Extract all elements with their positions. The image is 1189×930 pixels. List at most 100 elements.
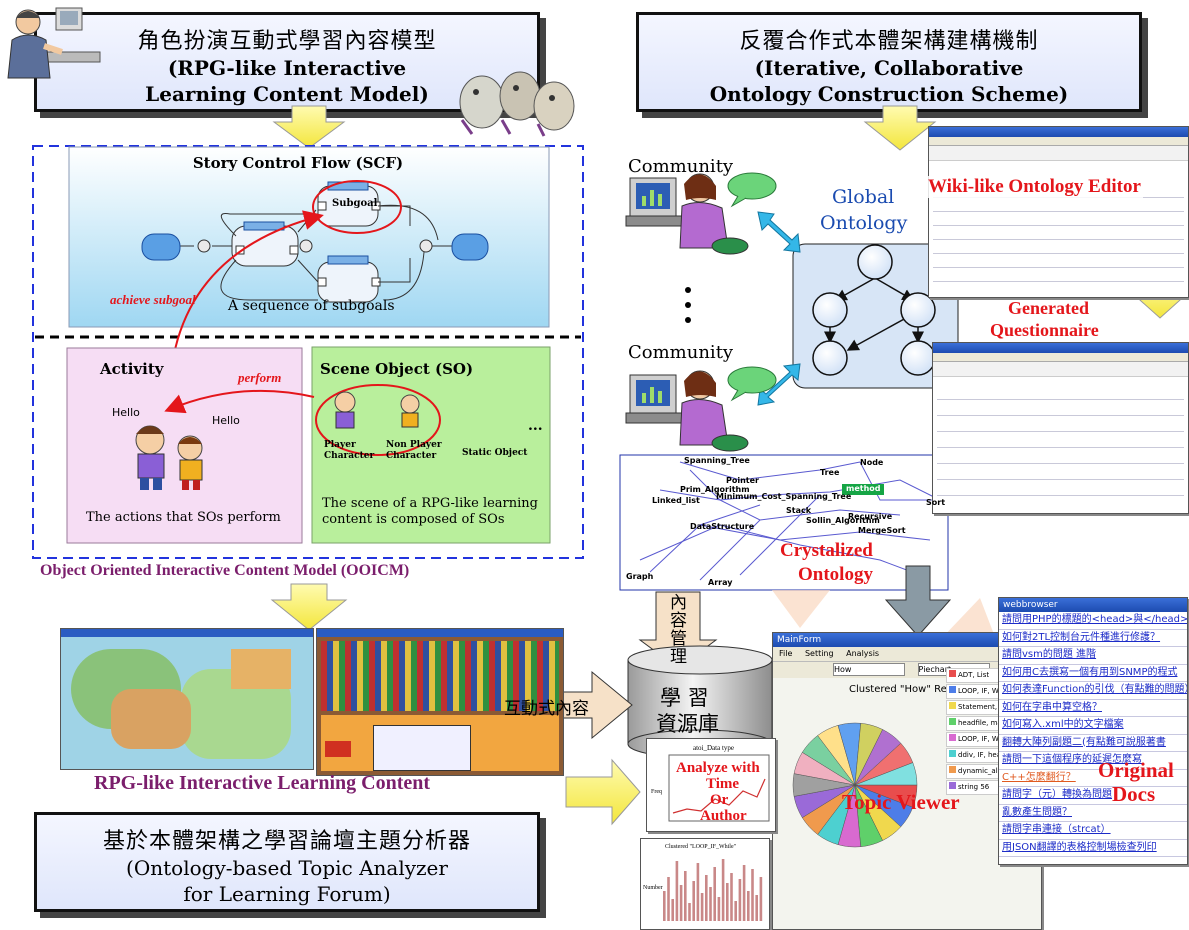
rpg-library-screenshot [316,628,564,776]
bar [663,891,666,921]
crystalized-label-1: Crystalized [780,540,873,561]
webbrowser-title: webbrowser [999,598,1187,612]
ontology-node: Sollin_Algorithm [806,516,880,525]
bar [734,901,737,921]
line-chart-title: atoi_Data type [693,744,734,752]
doc-link[interactable]: 如何寫入.xml中的文字檔案 [999,717,1187,735]
webbrowser-window: webbrowser 請問用PHP的標題的<head>與</head>表示如何對… [998,597,1188,865]
mainform-menu-file[interactable]: File [779,649,793,658]
ontology-node: Sort [926,498,946,507]
arrow-down-3 [270,583,348,631]
bar [751,869,754,921]
static-object-label: Static Object [462,448,528,458]
bar-chart-window: Clustered "LOOP_IF_While"Number [640,838,770,930]
pie-chart-title: Clustered "How" Result [848,684,966,695]
kids-icon [135,425,203,490]
doc-link[interactable]: C++怎麼翻行？ [999,770,1187,787]
scf-flow [141,181,489,303]
ontology-node: Prim_Algorithm [680,485,750,494]
scene-title: Scene Object (SO) [320,360,474,378]
rpg-model-title-en1: (RPG-like Interactive [167,56,407,80]
arrow-right-analyzer [565,758,641,826]
bar [721,859,725,921]
rpg-model-title-en2: Learning Content Model) [145,82,429,106]
generated-questionnaire-label-2: Questionnaire [990,320,1099,340]
bar [684,871,687,921]
doc-link[interactable]: 如何對2TL控制台元件種進行修護？ [999,630,1187,647]
doc-link[interactable]: 亂數產生問題？ [999,805,1187,822]
bar [747,891,750,921]
crystalized-label-2: Ontology [798,564,873,585]
mainform-menu-setting[interactable]: Setting [804,649,834,658]
sync-arrow-top [757,211,801,253]
bar [679,885,683,921]
doc-link[interactable]: 請問字（元）轉換為問題 [999,787,1187,805]
topic-analyzer-title-box: 基於本體架構之學習論壇主題分析器 (Ontology-based Topic A… [34,812,540,912]
analyze-label-3: Or [710,792,729,808]
original-docs-label-2: Docs [1112,782,1156,806]
bar-chart: Clustered "LOOP_IF_While"Number [643,844,763,921]
achieve-subgoal-label: achieve subgoal [110,292,196,307]
mainform-title: MainForm [773,633,1041,647]
doc-link[interactable]: 請問用PHP的標題的<head>與</head>表示 [999,612,1187,630]
ooicm-label: Object Oriented Interactive Content Mode… [40,562,410,579]
doc-link[interactable]: 翻轉大陣列副題二(有點難可說服著書 [999,735,1187,752]
doc-link[interactable]: 請問vsm的問題 進階 [999,647,1187,665]
bar [688,903,691,921]
ontology-node: Pointer [726,476,759,485]
repository-label-2: 資源庫 [656,712,719,736]
bar [675,861,679,921]
content-management-label: 內容管理 [670,593,687,667]
nonplayer-character-label: Non Player Character [386,440,442,461]
mainform-menu-analysis[interactable]: Analysis [846,649,880,658]
pie-slice [854,762,918,786]
community-label-2: Community [628,342,734,363]
perform-label: perform [238,370,282,385]
wiki-editor-label: Wiki-like Ontology Editor [926,176,1143,198]
doc-link[interactable]: 請問字串連接（strcat） [999,822,1187,840]
community-user-icon-2 [625,366,777,452]
analyze-label-4: Author [700,808,747,824]
bar [713,867,716,921]
scene-caption: The scene of a RPG-like learning content… [322,496,538,527]
ontology-node: Spanning_Tree [684,456,750,465]
scf-title: Story Control Flow (SCF) [192,154,404,172]
doc-link[interactable]: 如何用C去撰寫一個有用到SNMP的程式 [999,665,1187,682]
community-label-1: Community [628,156,734,177]
line-chart-frame [668,754,770,822]
rpg-model-title-zh: 角色扮演互動式學習內容模型 [137,29,437,54]
bar [692,881,695,921]
arrow-down-2 [863,105,937,151]
doc-link[interactable]: 請問一下這個程序的延遲怎麼寫 [999,752,1187,770]
ontology-scheme-title-en1: (Iterative, Collaborative [754,56,1024,80]
doc-link[interactable]: 用JSON翻譯的表格控制場檢查列印 [999,840,1187,857]
bar-chart-title: Clustered "LOOP_IF_While" [665,844,737,850]
topic-analyzer-title-en2: for Learning Forum) [183,882,391,906]
ontology-highlight-node: method [846,484,881,493]
topic-viewer-label: Topic Viewer [842,790,960,814]
scf-subgoal-label: Subgoal [332,198,378,209]
mainform-combo-type[interactable]: How [833,663,905,676]
scf-caption: A sequence of subgoals [228,298,395,314]
doc-link[interactable]: 如何表達Function的引伐（有點難的問題） [999,682,1187,700]
scene-kids-icon [334,391,420,429]
global-ontology-label-1: Global [832,186,895,208]
doc-links-list: 請問用PHP的標題的<head>與</head>表示如何對2TL控制台元件種進行… [999,612,1187,857]
ontology-node: Minimum_Cost_Spanning_Tree [716,492,852,501]
bar [717,897,721,921]
ontology-scheme-title-zh: 反覆合作式本體架構建構機制 [739,29,1039,54]
arrow-down-1 [272,105,346,149]
ontology-node: Linked_list [652,496,700,505]
bar [730,873,733,921]
doc-link[interactable]: 如何在字串中算空格？ [999,700,1187,717]
bar [667,877,670,921]
sync-arrow-bottom [757,363,801,406]
animals-icon [459,71,575,137]
global-ontology-label-2: Ontology [820,212,908,234]
activity-title: Activity [100,360,164,378]
bar [700,893,704,921]
generated-questionnaire-label-1: Generated [1008,298,1089,318]
rpg-map-screenshot [60,628,314,770]
